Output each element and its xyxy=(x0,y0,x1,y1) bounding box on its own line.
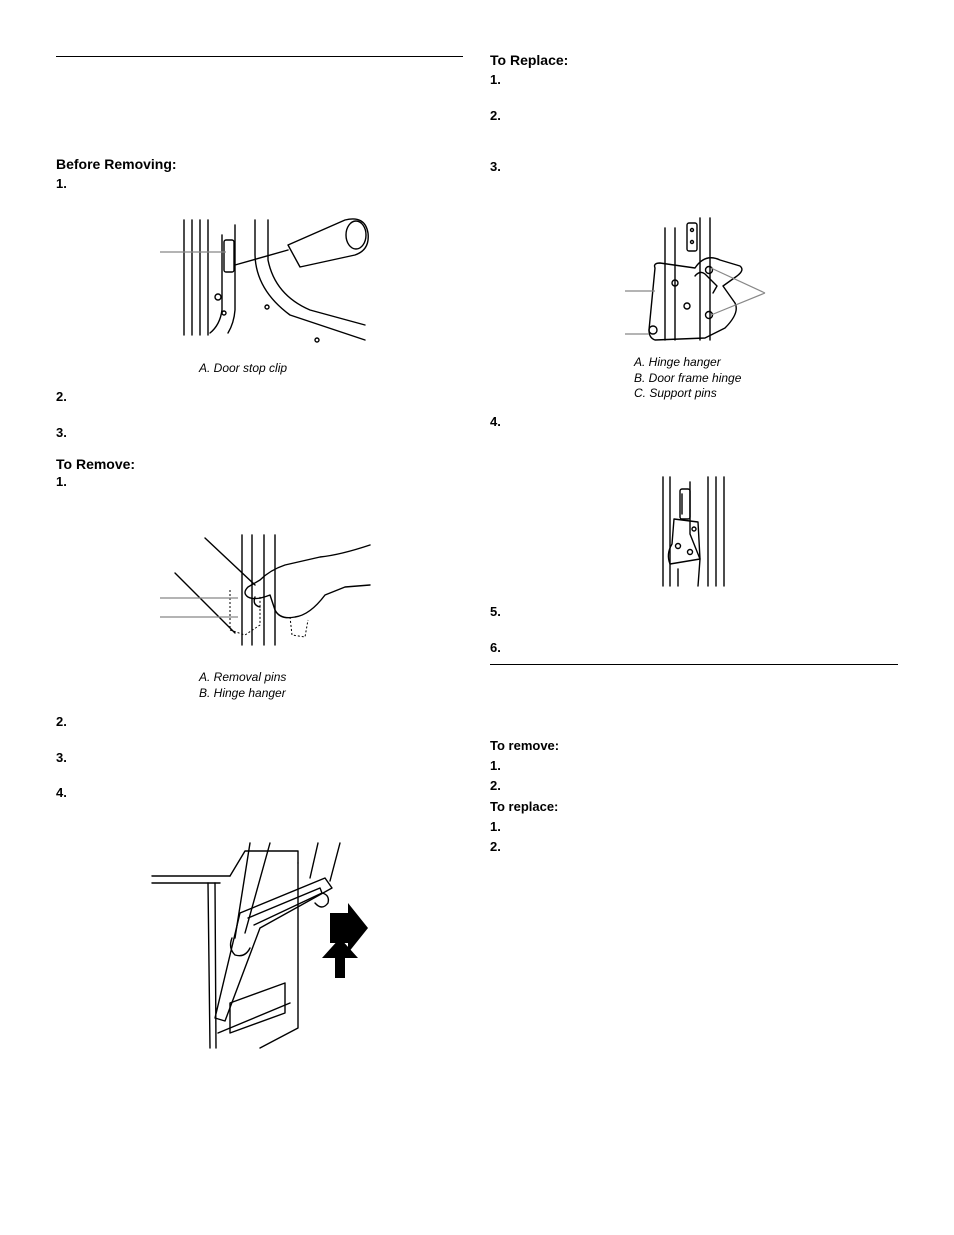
to-replace-step-3: 3. xyxy=(490,159,501,174)
to-replace-heading: To Replace: xyxy=(490,52,569,68)
lower-to-remove-step-2: 2. xyxy=(490,778,501,793)
lift-oven-door-illustration xyxy=(151,842,368,1049)
to-replace-step-2: 2. xyxy=(490,108,501,123)
to-remove-step-3: 3. xyxy=(56,750,67,765)
to-remove-step-2: 2. xyxy=(56,714,67,729)
section-divider-right xyxy=(490,664,898,665)
hinge-hanger-illustration xyxy=(625,217,766,341)
before-removing-heading: Before Removing: xyxy=(56,156,177,172)
before-removing-step-1: 1. xyxy=(56,176,67,191)
lower-to-replace-heading: To replace: xyxy=(490,799,559,814)
to-remove-step-1: 1. xyxy=(56,474,67,489)
reinstalled-hinge-illustration xyxy=(662,476,725,587)
hinge-hanger-caption: A. Hinge hanger B. Door frame hinge C. S… xyxy=(634,355,742,400)
to-replace-step-4: 4. xyxy=(490,414,501,429)
to-remove-step-4: 4. xyxy=(56,785,67,800)
lower-to-remove-heading: To remove: xyxy=(490,738,560,753)
lower-to-replace-step-1: 1. xyxy=(490,819,501,834)
section-divider-left xyxy=(56,56,463,57)
before-removing-step-3: 3. xyxy=(56,425,67,440)
removal-pins-caption: A. Removal pins B. Hinge hanger xyxy=(199,670,287,700)
before-removing-step-2: 2. xyxy=(56,389,67,404)
lower-to-replace-step-2: 2. xyxy=(490,839,501,854)
lower-to-remove-step-1: 1. xyxy=(490,758,501,773)
door-stop-clip-caption: A. Door stop clip xyxy=(199,361,288,375)
to-replace-step-5: 5. xyxy=(490,604,501,619)
door-stop-clip-illustration xyxy=(160,218,369,343)
to-remove-heading: To Remove: xyxy=(56,456,136,472)
to-replace-step-1: 1. xyxy=(490,72,501,87)
to-replace-step-6: 6. xyxy=(490,640,501,655)
removal-pins-illustration xyxy=(160,534,371,646)
